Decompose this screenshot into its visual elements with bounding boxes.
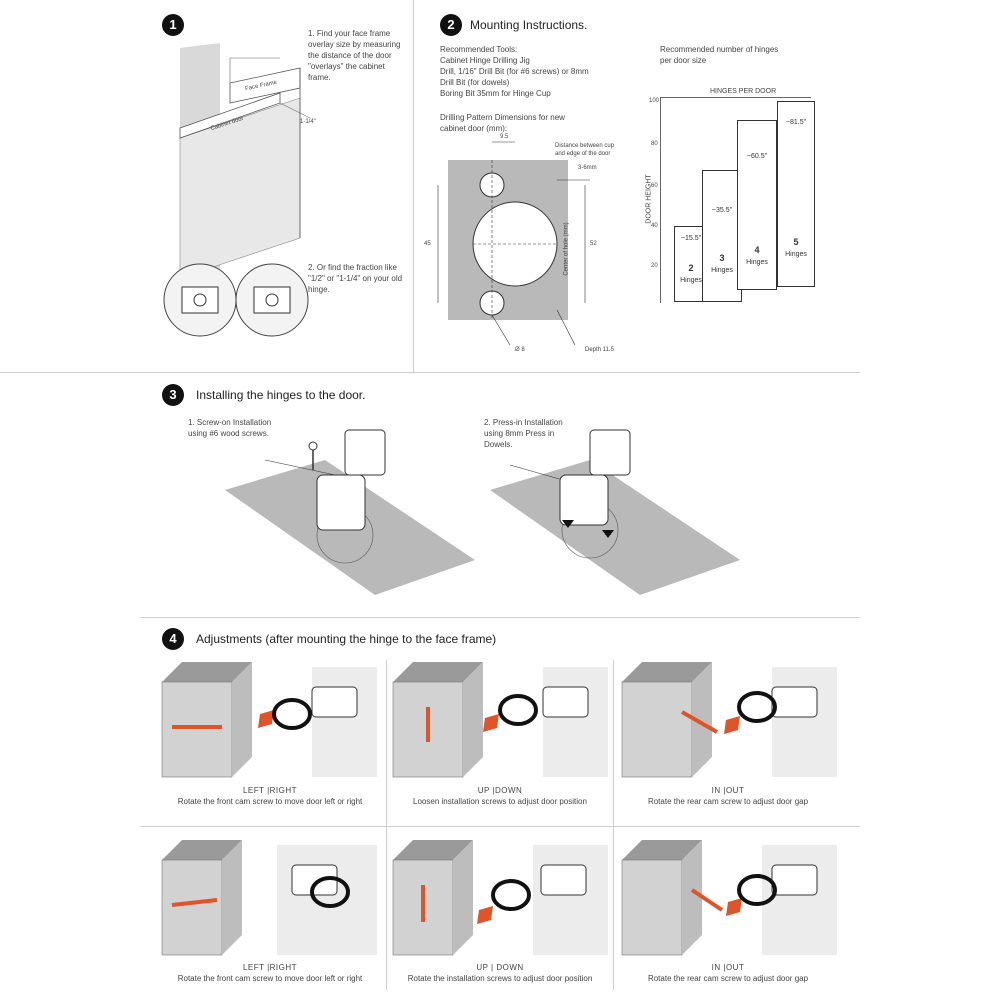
dimension-depth: Depth 11.5 xyxy=(585,347,614,353)
adjust-caption-label: IN |OUT xyxy=(711,786,745,795)
section-4-title: Adjustments (after mounting the hinge to… xyxy=(196,632,497,646)
hinges-tick: 80 xyxy=(651,141,658,147)
dimension-top: 9.5 xyxy=(500,134,509,140)
dimension-gap-note: Distance between cup and edge of the doo… xyxy=(555,143,615,157)
hinges-bar-height: ~15.5" xyxy=(680,235,702,242)
adjust-up-down-illustration xyxy=(392,840,608,956)
hinges-bar-count: 3 xyxy=(719,253,725,263)
tool-item: Drill Bit (for dowels) xyxy=(440,78,510,87)
tool-item: Boring Bit 35mm for Hinge Cup xyxy=(440,89,551,98)
section-1-number: 1 xyxy=(162,14,184,36)
hinges-bar-unit: Hinges xyxy=(680,277,702,284)
dimension-vertical-label: Center of hole (mm) xyxy=(563,222,570,276)
hinges-bar-4 xyxy=(737,120,777,290)
hinges-tick: 60 xyxy=(651,183,658,189)
hinges-bar-height: ~60.5" xyxy=(746,153,768,160)
drilling-pattern-diagram xyxy=(437,141,590,346)
section-2-number: 2 xyxy=(440,14,462,36)
screw-on-installation-illustration xyxy=(225,429,475,595)
adjust-in-out-illustration xyxy=(621,662,837,778)
adjust-caption-label: UP |DOWN xyxy=(477,786,523,795)
hinges-bar-unit: Hinges xyxy=(746,259,768,266)
hinges-bar-3 xyxy=(702,170,742,302)
hinges-tick: 40 xyxy=(651,223,658,229)
section-4-number: 4 xyxy=(162,628,184,650)
adjust-caption-label: UP | DOWN xyxy=(476,963,524,972)
divider-horizontal-2 xyxy=(140,617,860,618)
adjust-caption-text: Rotate the rear cam screw to adjust door… xyxy=(647,797,809,806)
divider-horizontal-3 xyxy=(140,826,860,827)
step-1-text: 1. Find your face frame overlay size by … xyxy=(308,29,401,82)
tool-item: Drill, 1/16" Drill Bit (for #6 screws) o… xyxy=(440,67,589,76)
method-1-text: 1. Screw-on Installation using #6 wood s… xyxy=(188,418,272,438)
divider-horizontal-1 xyxy=(0,372,860,373)
tool-item: Cabinet Hinge Drilling Jig xyxy=(440,56,530,65)
adjust-caption: LEFT |RIGHT Rotate the front cam screw t… xyxy=(170,785,370,807)
adjust-caption-text: Rotate the rear cam screw to adjust door… xyxy=(647,974,809,983)
adjust-caption: UP | DOWN Rotate the installation screws… xyxy=(400,962,600,984)
hinges-chart-frame xyxy=(660,97,811,303)
dimension-height: 45 xyxy=(424,241,431,247)
dimension-gap: 3-6mm xyxy=(578,165,597,171)
adjust-caption-label: IN |OUT xyxy=(711,963,745,972)
old-hinge-illustrations xyxy=(163,263,309,337)
adjust-left-right-illustration xyxy=(161,662,377,778)
adjust-caption-text: Rotate the front cam screw to move door … xyxy=(177,797,363,806)
hinges-chart-title: HINGES PER DOOR xyxy=(710,88,777,95)
divider-vertical-top xyxy=(413,0,414,372)
press-in-installation-illustration xyxy=(490,429,740,595)
step-2-text: 2. Or find the fraction like "1/2" or "1… xyxy=(308,263,403,294)
hinges-bar-5 xyxy=(777,101,815,287)
adjust-up-down-illustration xyxy=(392,662,608,778)
hinges-bar-unit: Hinges xyxy=(785,251,807,258)
cabinet-corner-illustration xyxy=(179,43,311,279)
section-3-title: Installing the hinges to the door. xyxy=(196,388,366,402)
hinges-note: Recommended number of hinges per door si… xyxy=(660,45,779,65)
hinges-bar-unit: Hinges xyxy=(711,267,733,274)
hinges-bar-height: ~35.5" xyxy=(711,207,733,214)
adjust-caption-text: Rotate the front cam screw to move door … xyxy=(177,974,363,983)
adjust-caption: UP |DOWN Loosen installation screws to a… xyxy=(400,785,600,807)
dimension-diameter: Ø 8 xyxy=(515,347,525,353)
adjust-caption-label: LEFT |RIGHT xyxy=(242,786,298,795)
tools-heading: Recommended Tools: xyxy=(440,45,518,54)
adjust-caption: IN |OUT Rotate the rear cam screw to adj… xyxy=(628,962,828,984)
adjust-caption: LEFT |RIGHT Rotate the front cam screw t… xyxy=(170,962,370,984)
hinges-tick: 100 xyxy=(649,98,660,104)
hinges-bar-count: 4 xyxy=(754,245,760,255)
divider-vertical-adj-2 xyxy=(613,660,614,990)
adjust-caption: IN |OUT Rotate the rear cam screw to adj… xyxy=(628,785,828,807)
divider-vertical-adj-1 xyxy=(386,660,387,990)
hinges-tick: 20 xyxy=(651,263,658,269)
method-2-text: 2. Press-in Installation using 8mm Press… xyxy=(484,418,563,449)
adjust-caption-text: Loosen installation screws to adjust doo… xyxy=(413,797,587,806)
hinges-bar-height: ~81.5" xyxy=(785,119,807,126)
adjust-in-out-illustration xyxy=(621,840,837,956)
overlay-label: 1-1/4" xyxy=(300,119,316,125)
hinges-bar-count: 5 xyxy=(793,237,799,247)
adjust-left-right-illustration xyxy=(161,840,377,956)
drilling-pattern-heading: Drilling Pattern Dimensions for new cabi… xyxy=(440,113,565,133)
dimension-center: 52 xyxy=(590,241,597,247)
section-3-number: 3 xyxy=(162,384,184,406)
hinges-bar-count: 2 xyxy=(688,263,694,273)
adjust-caption-label: LEFT |RIGHT xyxy=(242,963,298,972)
section-2-title: Mounting Instructions. xyxy=(470,18,588,32)
adjust-caption-text: Rotate the installation screws to adjust… xyxy=(407,974,593,983)
